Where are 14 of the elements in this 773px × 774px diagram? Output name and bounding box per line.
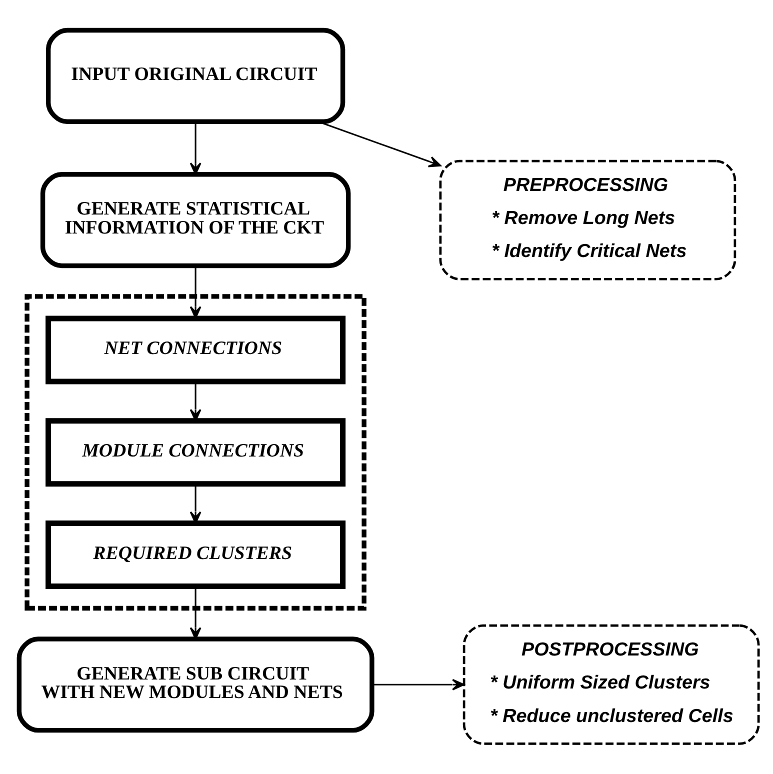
node-box: MODULE CONNECTIONS <box>46 418 346 487</box>
node-box: INPUT ORIGINAL CIRCUIT <box>46 28 346 124</box>
arrow <box>372 678 464 690</box>
arrow <box>190 266 202 319</box>
node-box: REQUIRED CLUSTERS <box>46 520 346 589</box>
cluster <box>24 294 366 611</box>
node-box: NET CONNECTIONS <box>46 316 346 384</box>
node-box: POSTPROCESSING * Uniform Sized Clusters * Reduce unclustered Cells <box>462 624 760 745</box>
arrow <box>190 382 202 422</box>
node-box: PREPROCESSING * Remove Long Nets * Identify Critical Nets <box>439 160 736 280</box>
arrow <box>190 122 202 175</box>
node-box: GENERATE SUB CIRCUIT WITH NEW MODULES AND NETS <box>16 636 374 733</box>
node-box: GENERATE STATISTICAL INFORMATION OF THE CKT <box>40 172 351 268</box>
arrow <box>190 586 202 640</box>
